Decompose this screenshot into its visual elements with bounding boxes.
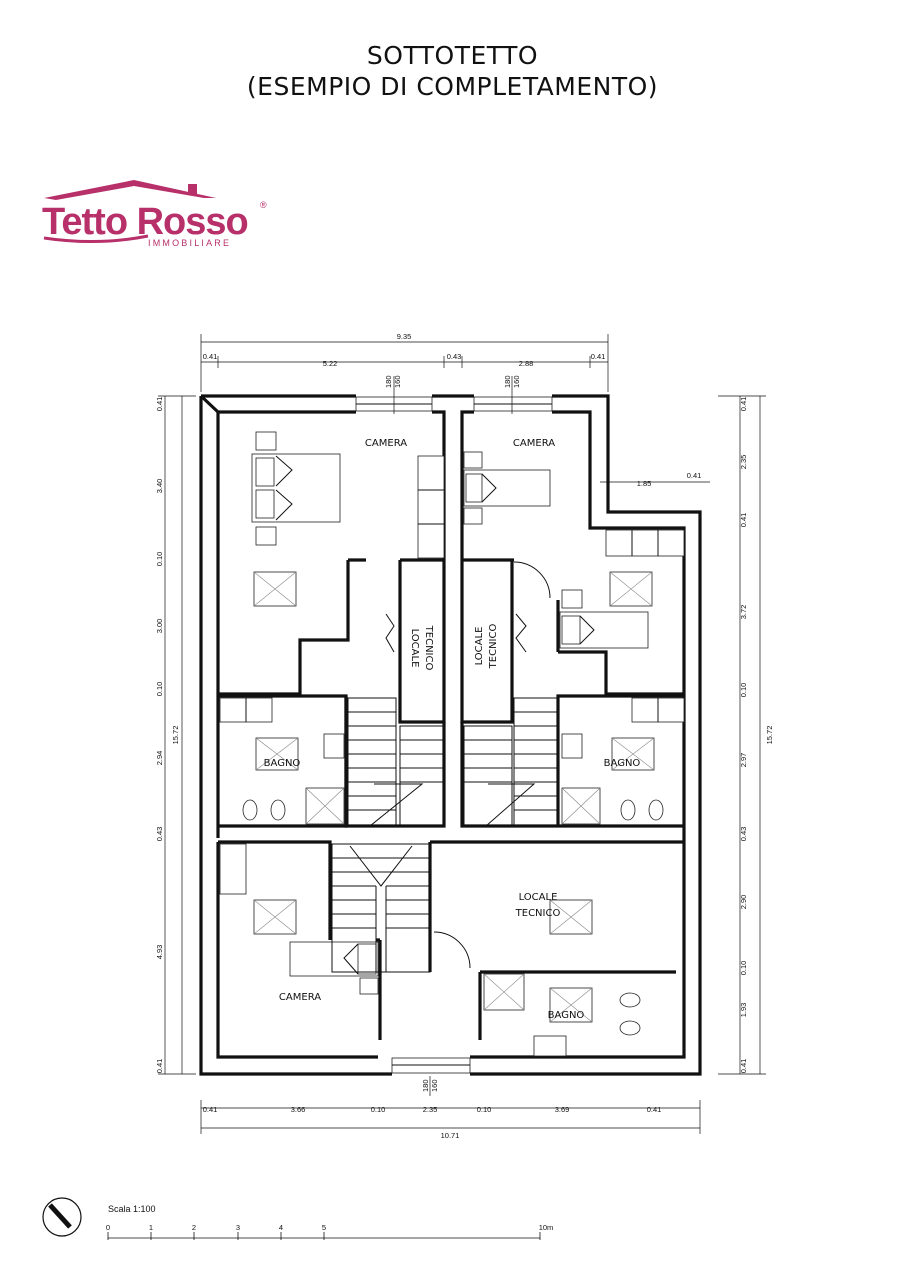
dim-top-e: 0.41 bbox=[591, 352, 606, 361]
dim-right-9: 1.93 bbox=[739, 1003, 748, 1018]
dim-inner-041: 0.41 bbox=[687, 471, 702, 480]
dim-right-0: 0.41 bbox=[739, 397, 748, 412]
label-tecnico-1: TECNICO bbox=[423, 625, 434, 671]
dimension-lines bbox=[158, 334, 766, 1134]
dim-bottom-2: 0.10 bbox=[371, 1105, 386, 1114]
dim-right-4: 0.10 bbox=[739, 683, 748, 698]
dim-left-2: 0.10 bbox=[155, 552, 164, 567]
label-tecnico-3: TECNICO bbox=[515, 908, 561, 919]
dim-bottom-6: 0.41 bbox=[647, 1105, 662, 1114]
scale-label: Scala 1:100 bbox=[108, 1204, 156, 1214]
scale-tick-3: 3 bbox=[236, 1223, 240, 1232]
dim-right-6: 0.43 bbox=[739, 827, 748, 842]
dim-window-3-b: 160 bbox=[430, 1079, 439, 1092]
label-bagno-e: BAGNO bbox=[604, 758, 641, 769]
dim-left-6: 0.43 bbox=[155, 827, 164, 842]
scale-tick-0: 0 bbox=[106, 1223, 110, 1232]
svg-text:®: ® bbox=[260, 200, 267, 210]
stairs bbox=[331, 697, 559, 973]
title-line-1: SOTTOTETTO bbox=[366, 41, 539, 70]
north-arrow-icon bbox=[42, 1197, 82, 1237]
dim-right-1: 2.35 bbox=[739, 455, 748, 470]
dim-window-2-a: 180 bbox=[503, 375, 512, 388]
dim-left-1: 3.40 bbox=[155, 479, 164, 494]
scale-tick-5: 5 bbox=[322, 1223, 326, 1232]
label-camera-nw: CAMERA bbox=[365, 438, 407, 449]
scale-tick-6: 10m bbox=[539, 1223, 554, 1232]
scale-tick-4: 4 bbox=[279, 1223, 283, 1232]
dim-bottom-total: 10.71 bbox=[441, 1131, 460, 1140]
label-bagno-s: BAGNO bbox=[548, 1010, 585, 1021]
scale-bar bbox=[107, 1232, 541, 1240]
dim-right-2: 0.41 bbox=[739, 513, 748, 528]
label-locale-3: LOCALE bbox=[519, 892, 558, 903]
dim-right-3: 3.72 bbox=[739, 605, 748, 620]
dim-top-total: 9.35 bbox=[397, 332, 412, 341]
dim-left-7: 4.93 bbox=[155, 945, 164, 960]
label-bagno-w: BAGNO bbox=[264, 758, 301, 769]
label-camera-s: CAMERA bbox=[279, 992, 321, 1003]
dim-left-0: 0.41 bbox=[155, 397, 164, 412]
tetto-rosso-logo: Tetto Rosso ® IMMOBILIARE bbox=[42, 180, 267, 248]
dim-left-total: 15.72 bbox=[171, 726, 180, 745]
dim-left-4: 0.10 bbox=[155, 682, 164, 697]
outer-walls bbox=[199, 394, 702, 1076]
furniture bbox=[219, 431, 685, 1057]
dim-bottom-3: 2.35 bbox=[423, 1105, 438, 1114]
scale-tick-labels: 0 1 2 3 4 5 10m bbox=[106, 1223, 553, 1232]
dim-window-3-a: 180 bbox=[421, 1079, 430, 1092]
label-camera-ne: CAMERA bbox=[513, 438, 555, 449]
windows bbox=[355, 396, 553, 1074]
drawing-title: SOTTOTETTO (ESEMPIO DI COMPLETAMENTO) bbox=[0, 40, 905, 102]
scale-tick-1: 1 bbox=[149, 1223, 153, 1232]
label-locale-2: LOCALE bbox=[474, 627, 485, 666]
dim-bottom-1: 3.66 bbox=[291, 1105, 306, 1114]
dim-left-3: 3.00 bbox=[155, 619, 164, 634]
room-labels: CAMERA CAMERA CAMERA BAGNO BAGNO BAGNO L… bbox=[264, 438, 641, 1021]
dim-top-b: 5.22 bbox=[323, 359, 338, 368]
dim-left-5: 2.94 bbox=[155, 751, 164, 766]
dim-right-8: 0.10 bbox=[739, 961, 748, 976]
dim-right-5: 2.97 bbox=[739, 753, 748, 768]
title-line-2: (ESEMPIO DI COMPLETAMENTO) bbox=[246, 72, 659, 101]
svg-text:IMMOBILIARE: IMMOBILIARE bbox=[148, 238, 231, 248]
dim-window-2-b: 160 bbox=[512, 375, 521, 388]
dim-bottom-0: 0.41 bbox=[203, 1105, 218, 1114]
dim-bottom-4: 0.10 bbox=[477, 1105, 492, 1114]
dim-top-a: 0.41 bbox=[203, 352, 218, 361]
dim-left-8: 0.41 bbox=[155, 1059, 164, 1074]
label-locale-1: LOCALE bbox=[409, 629, 420, 668]
dim-window-1-b: 160 bbox=[393, 375, 402, 388]
dim-right-total: 15.72 bbox=[765, 726, 774, 745]
dim-bottom-5: 3.69 bbox=[555, 1105, 570, 1114]
doors bbox=[385, 561, 551, 969]
dim-right-7: 2.90 bbox=[739, 895, 748, 910]
label-tecnico-2: TECNICO bbox=[488, 624, 499, 670]
dimension-texts: 9.35 0.41 5.22 0.43 2.88 0.41 180 160 18… bbox=[155, 332, 774, 1140]
dim-window-1-a: 180 bbox=[384, 375, 393, 388]
dim-right-10: 0.41 bbox=[739, 1059, 748, 1074]
dim-top-d: 2.88 bbox=[519, 359, 534, 368]
dim-inner-185: 1.85 bbox=[637, 479, 652, 488]
scale-tick-2: 2 bbox=[192, 1223, 196, 1232]
dim-top-c: 0.43 bbox=[447, 352, 462, 361]
